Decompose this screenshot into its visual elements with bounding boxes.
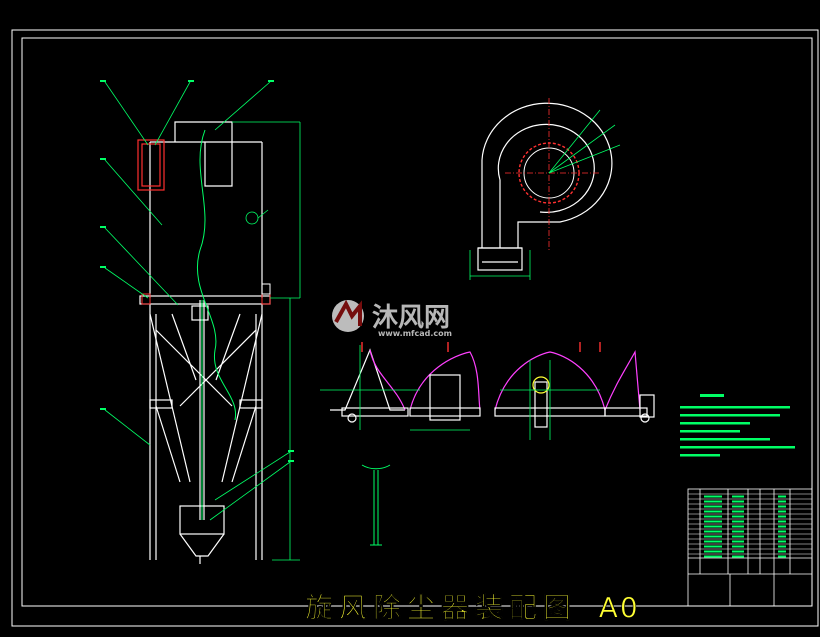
bom-cell-mark [732,555,744,558]
bom-cell-mark [732,520,744,523]
bom-cell-mark [732,505,744,508]
bom-cell-mark [704,505,722,508]
bom-cell-mark [704,525,722,528]
bom-cell-mark [704,540,722,543]
bom-cell-mark [704,500,722,503]
bom-cell-mark [732,530,744,533]
bom-text-marks [704,495,786,558]
bom-cell-mark [704,510,722,513]
leader-lines [104,81,291,521]
cyclone-elevation [139,121,271,564]
bom-cell-mark [732,525,744,528]
volute-leaders [469,109,621,280]
bom-cell-mark [704,515,722,518]
bom-cell-mark [732,550,744,553]
bom-cell-mark [704,555,722,558]
bom-cell-mark [704,530,722,533]
outer-frame [11,29,819,627]
bom-cell-mark [704,545,722,548]
inner-frame [21,37,813,607]
bom-cell-mark [778,520,786,523]
bom-cell-mark [778,510,786,513]
section-views [330,348,655,428]
bom-cell-mark [778,555,786,558]
watermark-brand: 沐风网 [372,303,450,333]
section-markers [361,342,601,352]
bom-cell-mark [778,535,786,538]
title-block [687,488,813,607]
watermark-logo-icon [332,299,364,332]
bom-cell-mark [732,540,744,543]
bom-cell-mark [732,495,744,498]
bom-cell-mark [778,530,786,533]
bom-cell-mark [778,550,786,553]
bom-cell-mark [778,505,786,508]
bom-cell-mark [778,540,786,543]
volute-top-view [477,102,613,271]
bom-cell-mark [704,550,722,553]
bom-cell-mark [704,535,722,538]
swirl-path [196,129,237,421]
inlet-flange [137,139,165,191]
watermark: 沐风网 www.mfcad.com [332,299,452,338]
bom-cell-mark [778,495,786,498]
balloon-labels [100,80,294,462]
bom-cell-mark [704,520,722,523]
bom-cell-mark [778,515,786,518]
section-dims [320,345,600,440]
drawing-title-size: A0 [599,591,640,624]
bom-cell-mark [732,500,744,503]
drawing-title-cn: 旋风除尘器装配图 [305,591,577,624]
bom-cell-mark [778,500,786,503]
bom-cell-mark [732,515,744,518]
anchor-bolt-detail [361,464,391,546]
technical-notes [680,394,795,457]
drawing-title: 旋风除尘器装配图 A0 [305,591,640,624]
bom-cell-mark [732,535,744,538]
dimension-lines [232,121,301,561]
bom-cell-mark [704,495,722,498]
center-lines-volute [505,98,600,250]
bom-rows [688,493,812,555]
bom-cell-mark [778,525,786,528]
flange-bolts [141,283,271,305]
bom-cell-mark [778,545,786,548]
watermark-url: www.mfcad.com [378,329,452,338]
bom-cell-mark [732,510,744,513]
bom-cell-mark [732,545,744,548]
